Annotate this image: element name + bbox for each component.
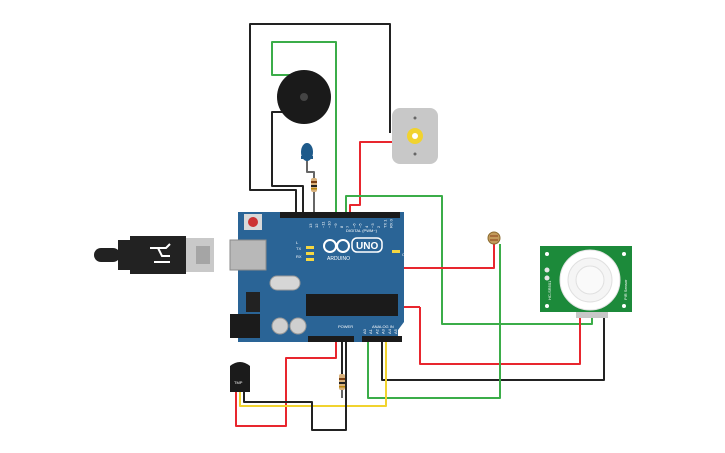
wire-ldr-vcc [399,244,495,308]
on-label: ON [402,252,408,257]
temperature-sensor: TMP [230,362,250,392]
pir-right-label: PIR Sensor [623,279,628,300]
board-model: UNO [356,241,378,252]
pir-sensor: HC-SR501 PIR Sensor [540,246,632,318]
digital-pin-label: 12 [314,223,319,228]
digital-pin-label: 2 [376,225,381,228]
digital-pin-label: ~11 [320,221,325,228]
power-header [308,336,354,342]
analog-pin-label: A1 [368,328,373,334]
digital-pin-label: 13 [308,223,313,228]
usb-symbol-icon [150,243,171,263]
digital-pin-label: ~3 [370,223,375,228]
board-brand: ARDUINO [327,256,350,262]
digital-pin-label: RX 0 [389,218,394,228]
wire-buzzer-gnd [271,111,304,212]
digital-pin-label: ~9 [333,223,338,228]
digital-pin-label: 4 [364,225,369,228]
l-label: L [296,240,299,245]
atmega-chip [306,294,398,316]
wires [235,23,605,431]
wire-tmp-signal [239,342,387,407]
wire-motor-gnd [249,23,391,212]
analog-pin-label: A2 [374,328,379,334]
analog-pin-label: A4 [387,328,392,334]
pir-left-label: HC-SR501 [547,280,552,300]
dc-motor [392,108,438,164]
wire-pir-signal [345,195,593,325]
photoresistor [487,231,501,245]
arduino-logo [323,239,350,253]
digital-header-label: DIGITAL (PWM~) [346,228,378,233]
tx-label: TX [296,246,301,251]
wire-buzzer-signal [271,41,337,212]
rx-label: RX [296,254,302,259]
analog-pin-label: A3 [381,328,386,334]
digital-pin-label: 7 [345,225,350,228]
wire-pir-gnd [381,312,605,381]
analog-pin-label: A5 [393,328,398,334]
usb-cable [94,236,214,274]
resistor-led [311,178,317,192]
digital-pin-label: 8 [339,225,344,228]
digital-pin-label: TX 1 [382,219,387,228]
wire-motor-signal [349,141,395,212]
digital-header [280,212,400,218]
analog-header [362,336,402,342]
digital-pin-label: ~10 [327,220,332,228]
analog-pin-label: A0 [362,328,367,334]
digital-pin-label: ~5 [358,223,363,228]
wire-ldr-signal [367,244,501,399]
power-header-label: POWER [338,324,353,329]
digital-pin-label: ~6 [351,223,356,228]
analog-header-label: ANALOG IN [372,324,394,329]
wire-tmp-gnd [243,342,347,431]
reset-button [248,217,258,227]
resistor-ldr [339,374,345,398]
piezo-buzzer [277,70,331,124]
arduino-uno: ARDUINO UNO DIGITAL (PWM~) POWER ANALOG … [229,212,408,342]
wire-led-leg [306,160,315,178]
wire-tmp-vcc [235,342,337,427]
temp-sensor-label: TMP [234,380,243,385]
led-blue [301,143,313,161]
